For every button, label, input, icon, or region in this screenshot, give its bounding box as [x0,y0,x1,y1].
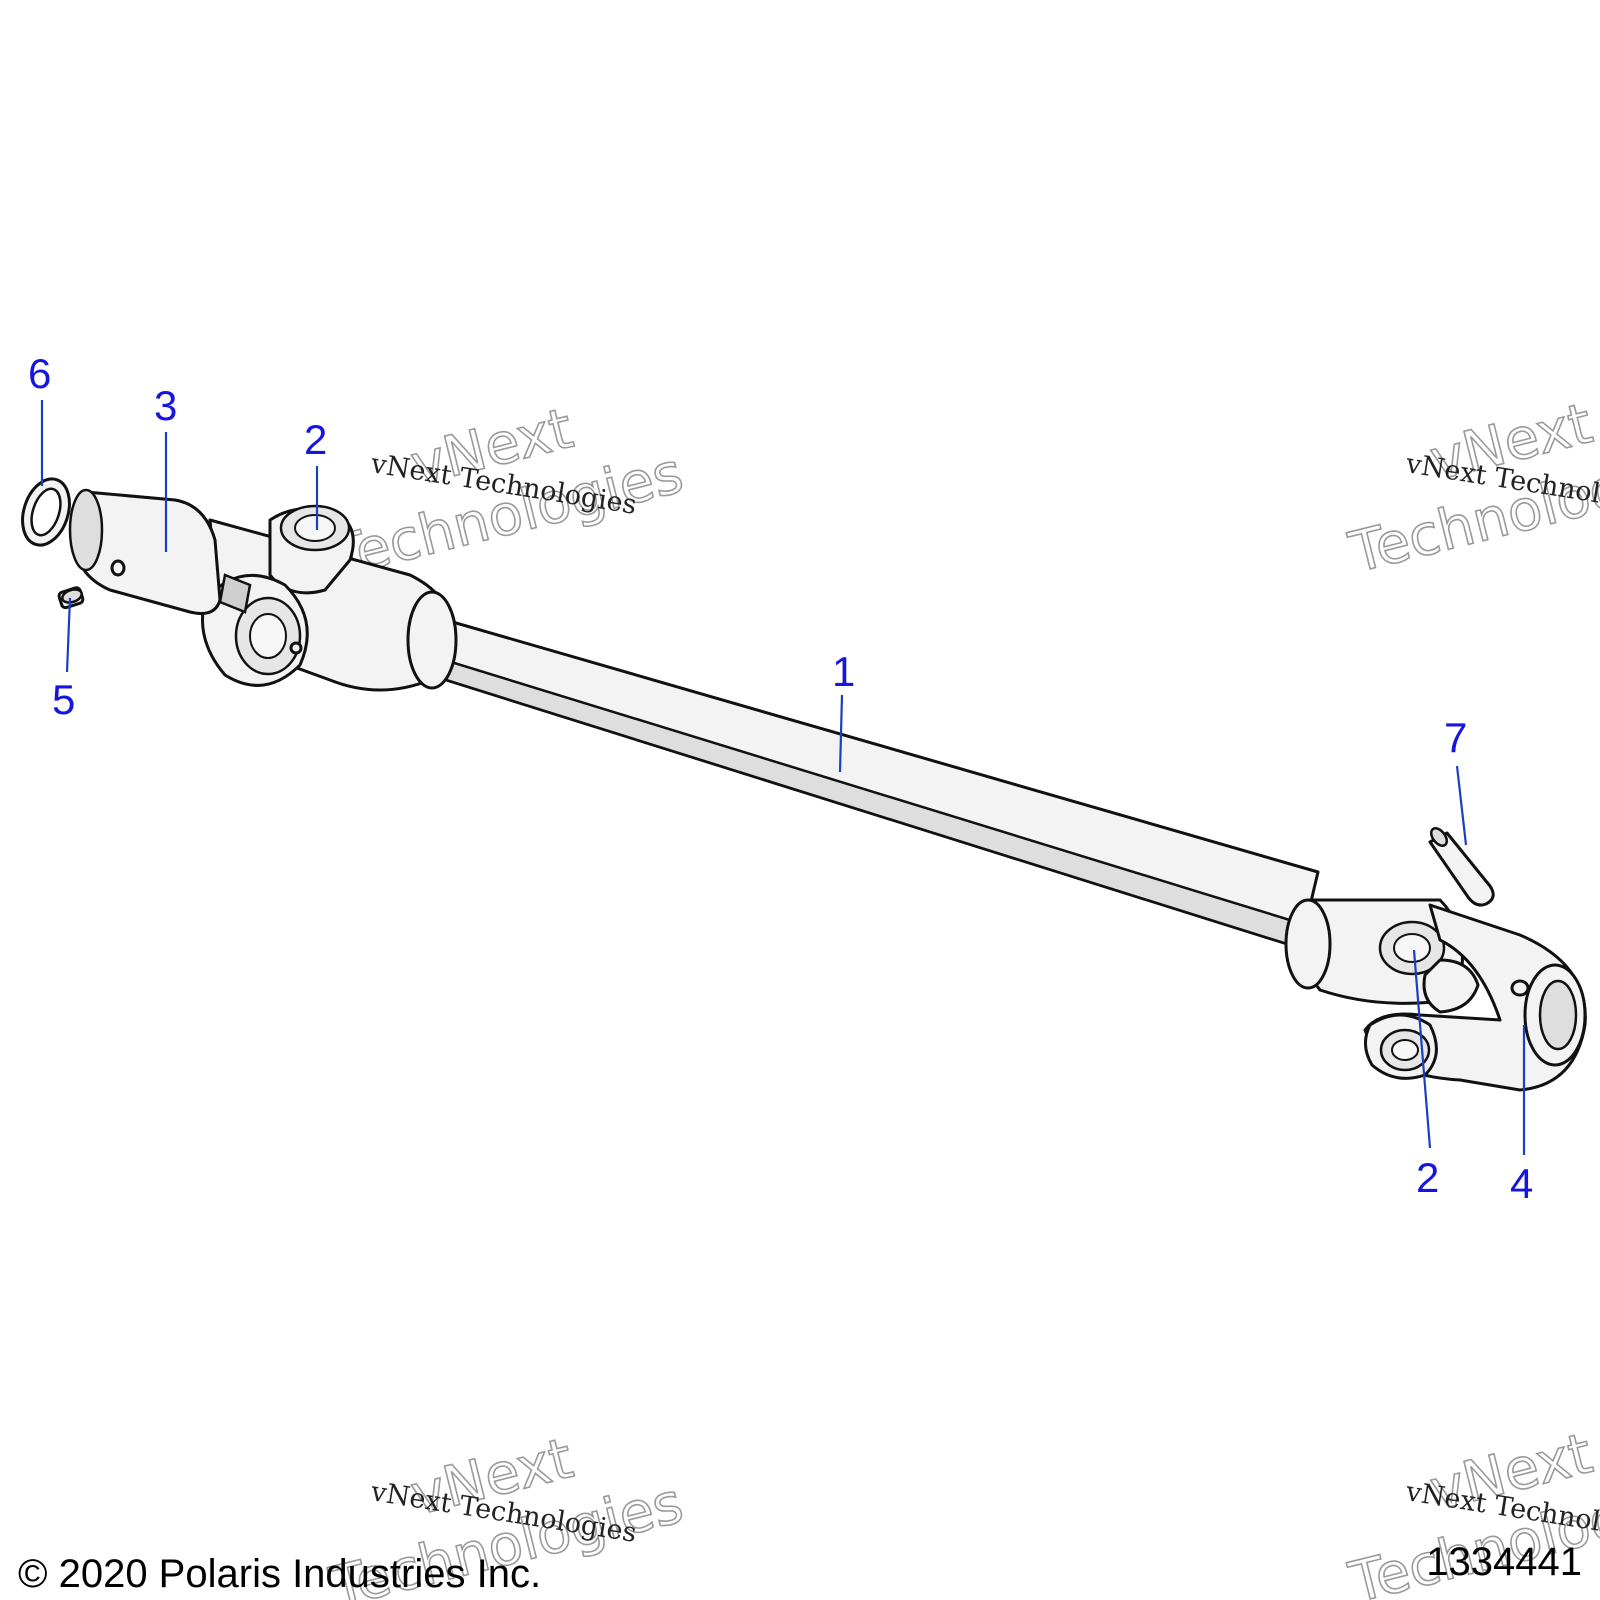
right-yoke-assembly [1284,898,1587,1092]
leader-1 [838,694,844,773]
callout-6: 6 [28,350,51,397]
slip-yoke-sleeve [68,488,222,615]
callout-5: 5 [52,676,75,723]
callout-4: 4 [1510,1160,1533,1207]
callout-3: 3 [154,382,177,429]
o-ring [21,477,71,547]
callout-2-right: 2 [1416,1154,1439,1201]
grease-fitting [57,586,85,610]
drive-shaft-tube [406,610,1320,950]
roll-pin [1428,827,1495,907]
left-yoke-assembly [201,504,458,692]
leader-2-right [1412,949,1432,1149]
drawing-number: 1334441 [1426,1540,1582,1584]
callout-2-left: 2 [304,416,327,463]
callout-7: 7 [1444,714,1467,761]
leader-5 [65,597,72,673]
leader-7 [1455,765,1468,846]
callout-1: 1 [832,648,855,695]
copyright-notice: © 2020 Polaris Industries Inc. [18,1552,542,1596]
